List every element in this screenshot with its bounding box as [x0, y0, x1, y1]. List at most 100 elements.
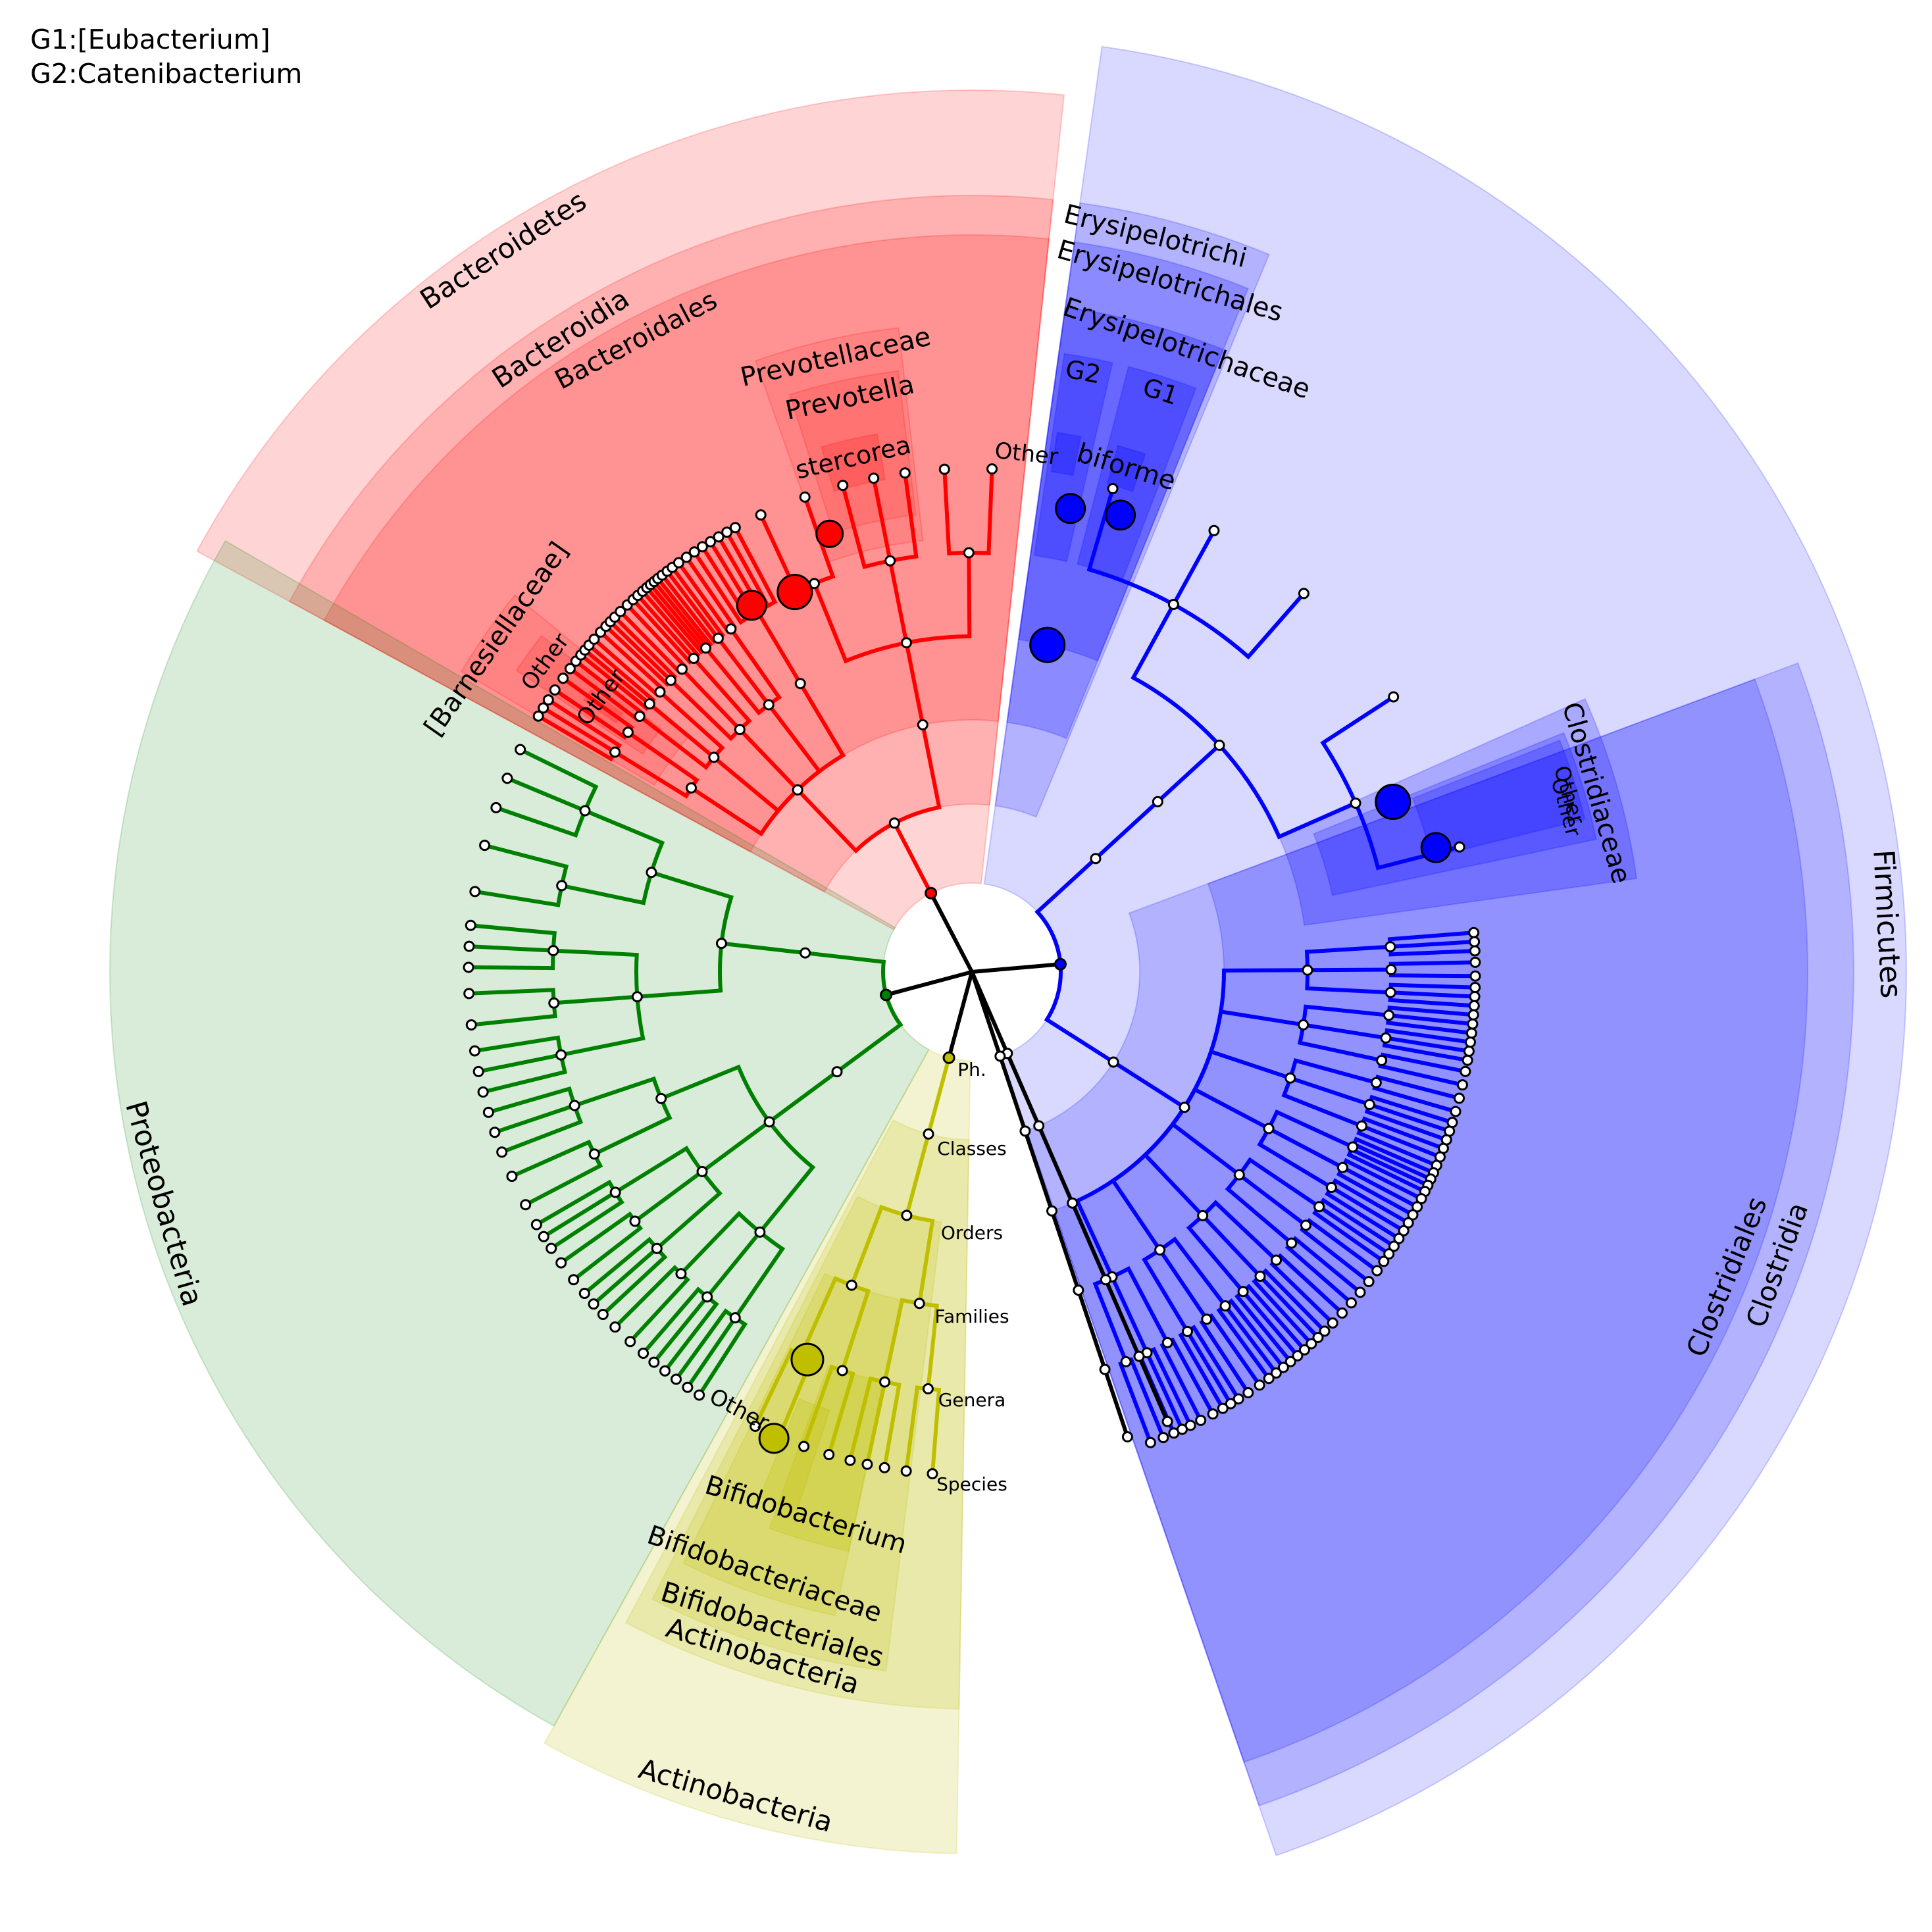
branch	[1241, 1289, 1300, 1358]
tree-node	[986, 463, 998, 475]
biomarker-node	[776, 574, 813, 611]
branch	[685, 1315, 738, 1390]
biomarker-node	[1375, 784, 1411, 821]
tree-node	[1450, 1106, 1462, 1117]
tree-node	[479, 840, 491, 852]
tree-node	[676, 663, 688, 675]
tree-node	[800, 947, 811, 959]
branch	[1074, 1105, 1187, 1279]
branch	[1329, 1185, 1406, 1233]
tree-node	[900, 1465, 912, 1477]
tree-node	[1306, 1338, 1317, 1350]
tree-node	[1462, 1054, 1473, 1066]
tree-node	[878, 1462, 890, 1473]
tree-node	[555, 1049, 567, 1061]
branch	[551, 994, 640, 1005]
branch	[1301, 1023, 1388, 1040]
tree-node	[1207, 1408, 1219, 1420]
tree-node	[888, 817, 900, 829]
tree-node	[1398, 1225, 1410, 1236]
tree-node	[1468, 1000, 1480, 1011]
tree-node	[729, 522, 741, 534]
tree-node	[694, 1389, 705, 1401]
tree-node	[1144, 1436, 1156, 1448]
tree-node	[609, 746, 621, 758]
tree-node	[1380, 1032, 1392, 1044]
tree-node	[1120, 1356, 1132, 1367]
tree-node	[622, 726, 634, 738]
branch	[1386, 1013, 1475, 1027]
tree-node	[1067, 1197, 1079, 1209]
tree-node	[1201, 1313, 1213, 1325]
branch	[1157, 1248, 1209, 1321]
tree-node	[465, 1019, 477, 1031]
branch	[1171, 591, 1306, 660]
tree-node	[648, 1356, 660, 1368]
level-label: Classes	[937, 1138, 1006, 1159]
clade-shade	[624, 1119, 970, 1710]
tree-node	[555, 1257, 567, 1269]
tree-node	[994, 1050, 1006, 1062]
tree-node	[1277, 1361, 1289, 1373]
legend-entry-g1: G1:[Eubacterium]	[30, 24, 270, 55]
tree-node	[469, 886, 481, 898]
tree-node	[588, 1148, 600, 1160]
branch	[1267, 1126, 1345, 1170]
tree-node	[938, 463, 950, 475]
tree-node	[844, 1454, 856, 1466]
tree-node	[1046, 1205, 1058, 1217]
branch	[738, 727, 800, 792]
tree-node	[501, 773, 513, 784]
root-branch	[885, 970, 973, 997]
clade-shading-layer	[109, 45, 1908, 1856]
tree-node	[1157, 1432, 1169, 1444]
branch	[1200, 1213, 1262, 1279]
tree-node	[1298, 588, 1309, 599]
tree-node	[1152, 796, 1163, 807]
tree-node	[1456, 1079, 1468, 1091]
tree-node	[1292, 1350, 1304, 1361]
branch	[1340, 1165, 1419, 1209]
branch	[865, 1380, 887, 1467]
branch	[632, 1169, 705, 1223]
tree-node	[922, 1383, 934, 1395]
tree-node	[515, 744, 526, 755]
tree-node	[490, 801, 502, 813]
tree-node	[831, 1066, 843, 1078]
tree-node	[609, 1186, 621, 1198]
tree-node	[763, 699, 775, 711]
branch	[505, 776, 588, 813]
tree-node	[578, 1288, 590, 1300]
branch	[1171, 528, 1216, 607]
tree-node	[568, 1274, 580, 1286]
tree-node	[651, 1242, 663, 1254]
tree-node	[1327, 1317, 1338, 1329]
tree-node	[634, 710, 646, 722]
tree-node	[1284, 1356, 1296, 1367]
tree-node	[1284, 1072, 1296, 1084]
tree-node	[1107, 1056, 1119, 1068]
tree-node	[688, 653, 699, 665]
tree-node	[538, 1231, 549, 1242]
tree-node	[729, 1312, 741, 1324]
tree-node	[547, 945, 559, 957]
tree-node	[712, 632, 724, 644]
tree-node	[588, 633, 600, 645]
tree-node	[837, 480, 849, 492]
branch	[651, 1294, 709, 1365]
branch	[680, 667, 742, 732]
tree-node	[1242, 1387, 1254, 1399]
tree-node	[675, 1268, 687, 1280]
root-branch	[947, 971, 974, 1059]
tree-node	[680, 551, 692, 563]
tree-node	[1302, 964, 1313, 976]
clade-shade	[1025, 662, 1854, 1807]
tree-node	[1254, 1379, 1265, 1391]
unassigned-branch	[970, 971, 1169, 1423]
branch	[1185, 1329, 1233, 1406]
clade-label: G2	[1063, 355, 1104, 390]
clade-shade	[196, 89, 1065, 930]
tree-node	[1354, 1286, 1366, 1298]
tree-node	[1099, 1363, 1111, 1375]
tree-node	[1270, 1367, 1282, 1379]
